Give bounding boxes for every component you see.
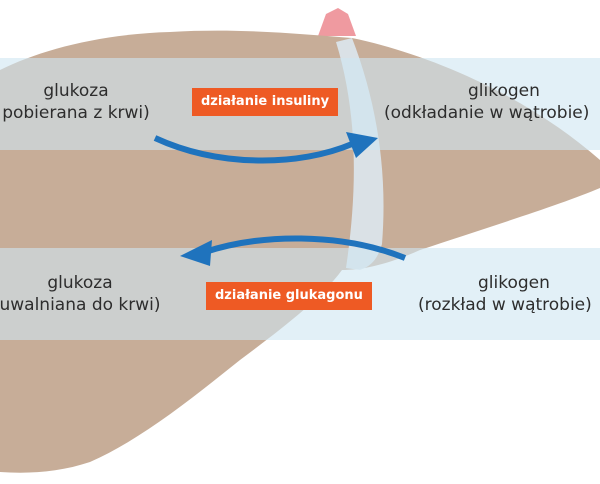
glucagon-badge: działanie glukagonu xyxy=(206,282,372,310)
top-left-line1: glukoza xyxy=(43,81,109,101)
bottom-left-line1: glukoza xyxy=(47,273,113,293)
insulin-badge: działanie insuliny xyxy=(192,88,339,116)
bottom-left-line2: uwalniana do krwi) xyxy=(0,295,161,315)
bottom-right-line1: glikogen xyxy=(478,273,550,293)
bottom-right-line2: (rozkład w wątrobie) xyxy=(418,295,592,315)
top-right-line1: glikogen xyxy=(468,81,540,101)
glucagon-arrowhead xyxy=(180,240,212,266)
bottom-left-label: glukoza uwalniana do krwi) xyxy=(0,272,178,316)
top-left-line2: pobierana z krwi) xyxy=(2,103,150,123)
insulin-arrow xyxy=(153,135,354,164)
insulin-arrowhead xyxy=(346,132,378,158)
glucagon-arrow xyxy=(204,235,407,261)
bottom-right-label: glikogen (rozkład w wątrobie) xyxy=(418,272,600,316)
top-right-label: glikogen (odkładanie w wątrobie) xyxy=(384,80,600,124)
top-right-line2: (odkładanie w wątrobie) xyxy=(384,103,590,123)
vessel-shape xyxy=(318,8,356,36)
top-left-label: glukoza pobierana z krwi) xyxy=(0,80,164,124)
